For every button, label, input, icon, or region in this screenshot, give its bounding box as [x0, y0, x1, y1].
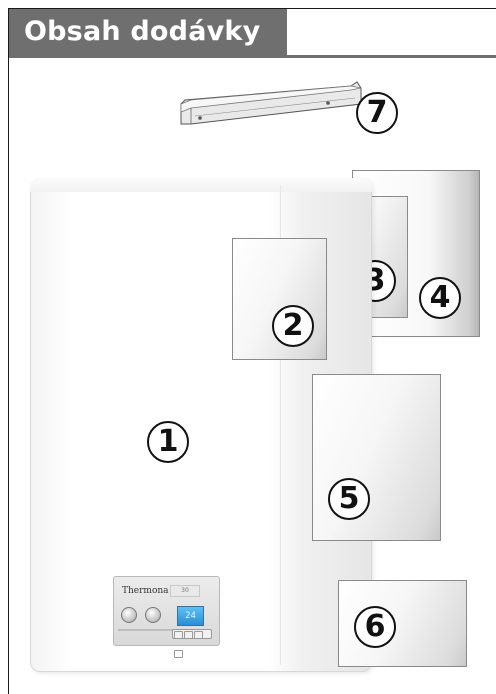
title-rule	[9, 55, 496, 58]
callout-6: 6	[354, 606, 396, 648]
document-sheet-5	[312, 374, 441, 541]
callout-1: 1	[147, 421, 189, 463]
knob-icon	[121, 607, 137, 623]
frame-left-line	[8, 8, 9, 694]
panel-trim	[118, 629, 173, 631]
mounting-rail-icon	[175, 80, 365, 132]
callout-5: 5	[328, 478, 370, 520]
boiler-top	[30, 178, 372, 192]
button-strip	[172, 629, 212, 639]
panel-badge: 30	[170, 585, 200, 597]
callout-7: 7	[356, 92, 398, 134]
callout-2: 2	[272, 305, 314, 347]
callout-4: 4	[419, 277, 461, 319]
section-title: Obsah dodávky	[9, 9, 287, 55]
brand-label: Thermona	[122, 586, 169, 596]
knob-icon	[145, 607, 161, 623]
display-screen: 24	[177, 606, 204, 626]
